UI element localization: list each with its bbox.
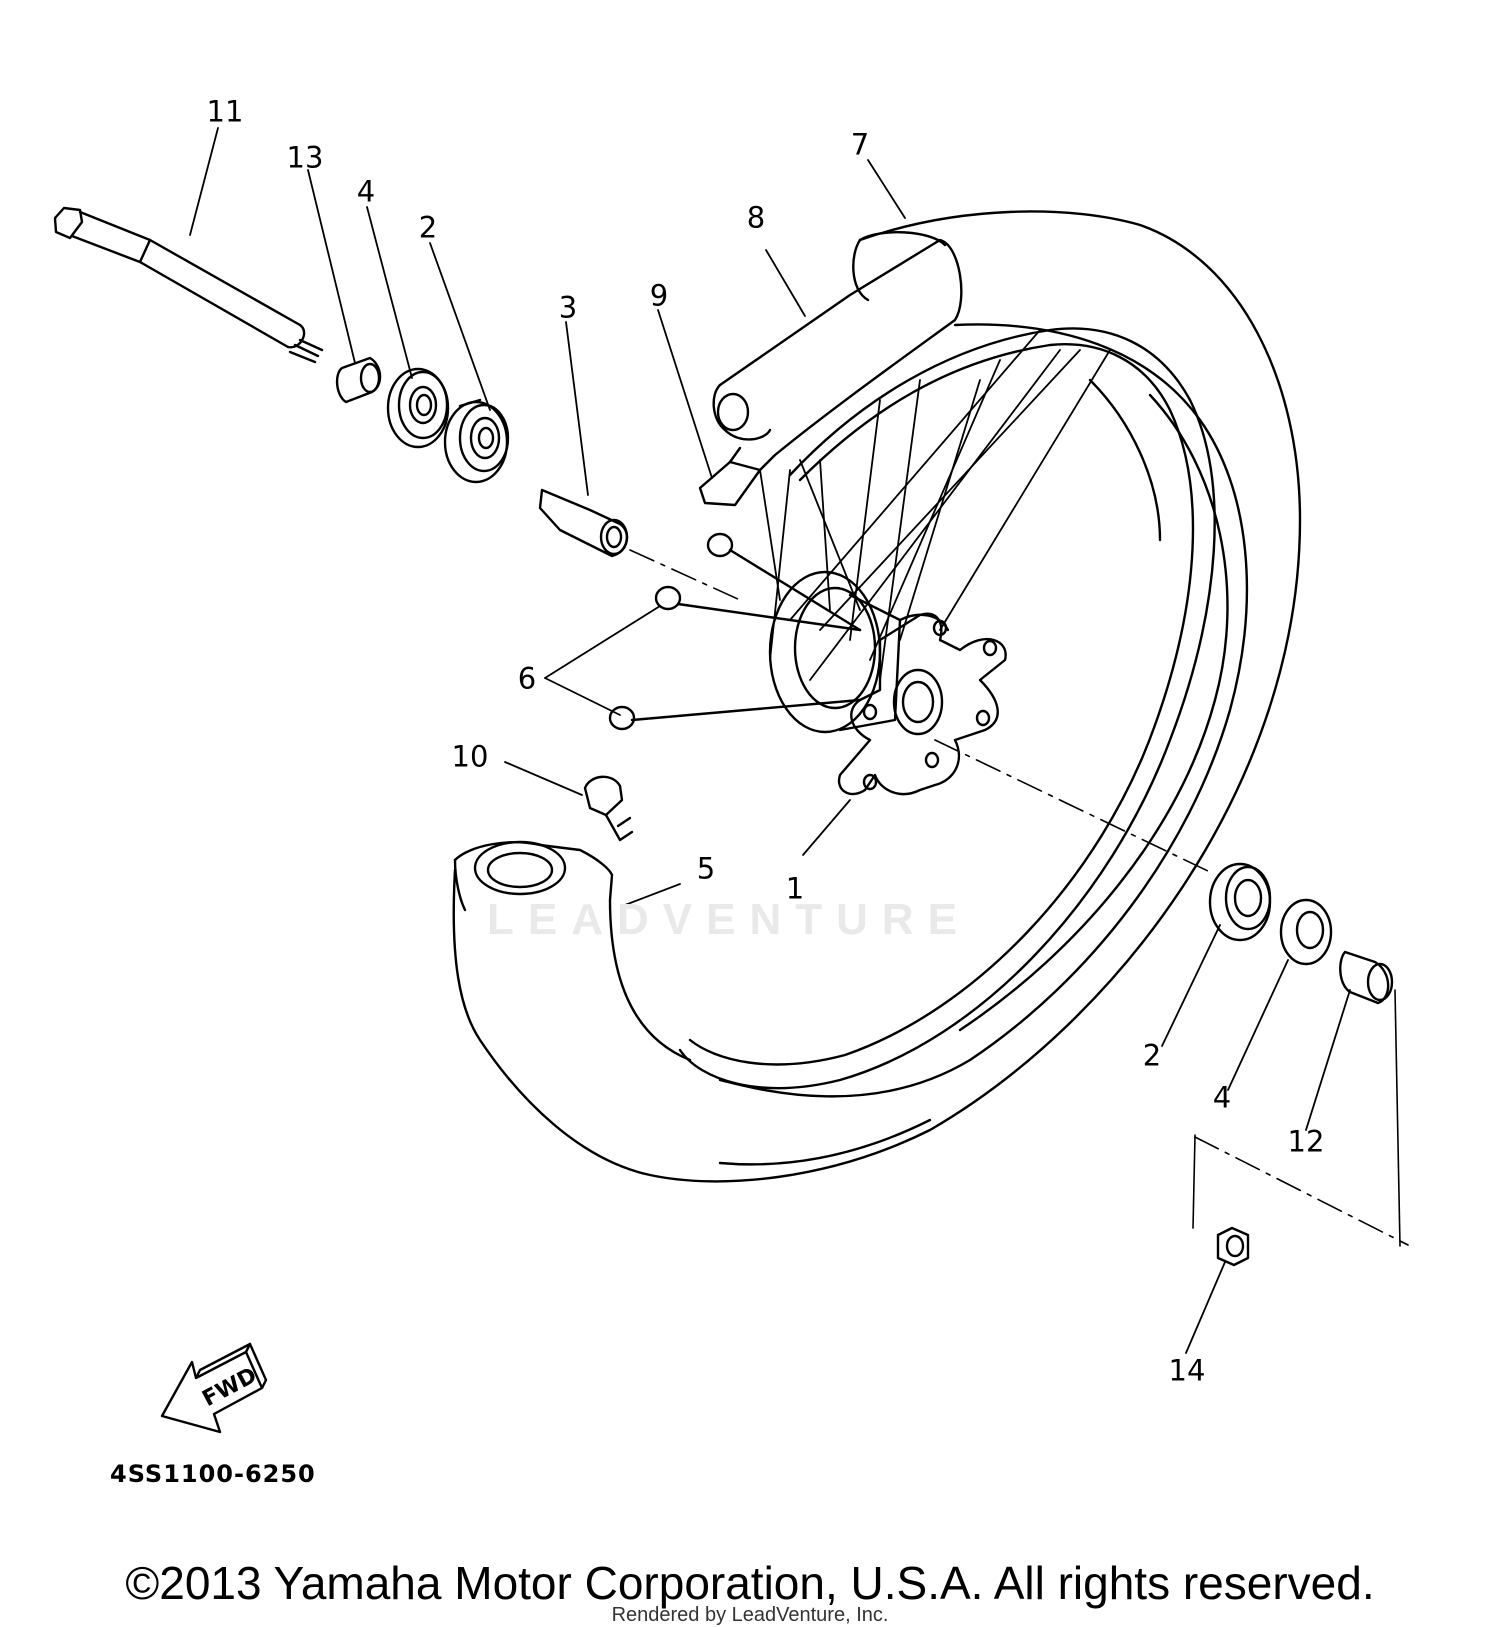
callout-4-right: 4 [1212, 1080, 1232, 1115]
copyright-notice: ©2013 Yamaha Motor Corporation, U.S.A. A… [125, 1557, 1375, 1609]
bracket-lines [1192, 989, 1401, 1247]
callout-13: 13 [286, 140, 324, 175]
tube-part-5 [453, 840, 692, 1062]
callout-2-right: 2 [1142, 1038, 1162, 1073]
callout-11: 11 [206, 94, 244, 129]
oil-seal-part-4 [386, 367, 450, 449]
diagram-code: 4SS1100-6250 [110, 1460, 316, 1488]
callout-5: 5 [696, 851, 716, 886]
bearing-part-2-right [1208, 862, 1272, 942]
collar-part-12 [1339, 950, 1394, 1005]
nut-part-14 [1216, 1226, 1250, 1267]
tire-part-7 [452, 210, 1302, 1183]
callout-6: 6 [517, 661, 537, 696]
callout-9: 9 [649, 278, 669, 313]
axle-part [53, 206, 324, 364]
callout-4: 4 [356, 174, 376, 209]
rim-lock-part-9 [698, 446, 762, 507]
hub-part-1 [768, 570, 1007, 796]
nipples-part-6 [608, 532, 862, 731]
callout-2: 2 [418, 210, 438, 245]
bearing-part-2 [443, 398, 510, 484]
callout-7: 7 [850, 127, 870, 162]
callout-10: 10 [451, 739, 489, 774]
spacer-tube-part-3 [538, 488, 629, 558]
watermark-text: LEADVENTURE [487, 895, 972, 944]
axle-centerline [629, 549, 1409, 1246]
rim-band-part-8 [712, 231, 963, 472]
callout-12: 12 [1287, 1124, 1325, 1159]
spacer-part-13 [335, 356, 382, 404]
rendered-by-note: Rendered by LeadVenture, Inc. [611, 1604, 889, 1626]
callout-1: 1 [785, 871, 805, 906]
oil-seal-part-4-right [1279, 898, 1333, 966]
valve-part-10 [583, 775, 634, 842]
callout-14: 14 [1168, 1353, 1206, 1388]
callout-3: 3 [558, 290, 578, 325]
rim [678, 327, 1216, 1090]
callout-8: 8 [746, 200, 766, 235]
leader-lines [189, 127, 1351, 1354]
